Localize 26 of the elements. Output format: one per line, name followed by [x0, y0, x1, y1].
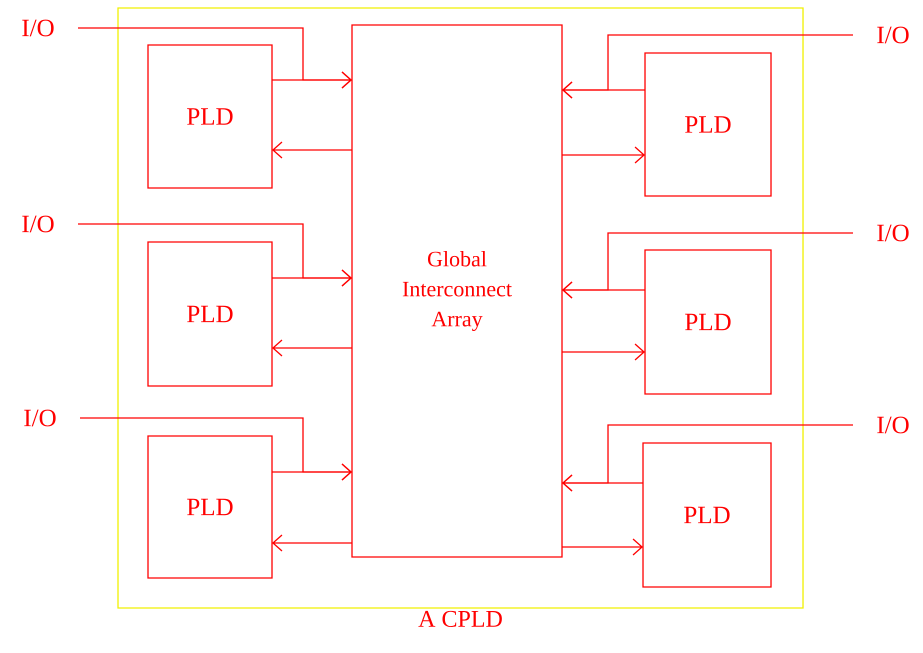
- pld-box: PLD: [644, 52, 772, 197]
- io-label: I/O: [22, 20, 54, 36]
- arrow: [272, 270, 352, 286]
- arrow: [562, 146, 645, 164]
- arrow: [562, 344, 645, 360]
- io-label: I/O: [22, 216, 54, 232]
- io-label: I/O: [24, 410, 56, 426]
- pld-box: PLD: [147, 435, 273, 579]
- arrow: [272, 142, 352, 158]
- pld-box: PLD: [147, 44, 273, 189]
- arrow: [272, 340, 352, 356]
- arrow: [562, 538, 643, 556]
- io-label: I/O: [877, 26, 909, 44]
- arrow: [272, 534, 352, 552]
- interconnect-box: Global Interconnect Array: [351, 24, 563, 558]
- io-label: I/O: [877, 224, 909, 242]
- pld-box: PLD: [644, 249, 772, 395]
- arrow: [562, 282, 645, 298]
- node-label: A CPLD: [418, 610, 502, 627]
- pld-box: PLD: [642, 442, 772, 588]
- pld-box: PLD: [147, 241, 273, 387]
- arrow: [272, 72, 352, 88]
- arrow: [272, 464, 352, 480]
- arrow: [562, 474, 643, 492]
- io-label: I/O: [877, 416, 909, 434]
- arrow: [562, 82, 645, 98]
